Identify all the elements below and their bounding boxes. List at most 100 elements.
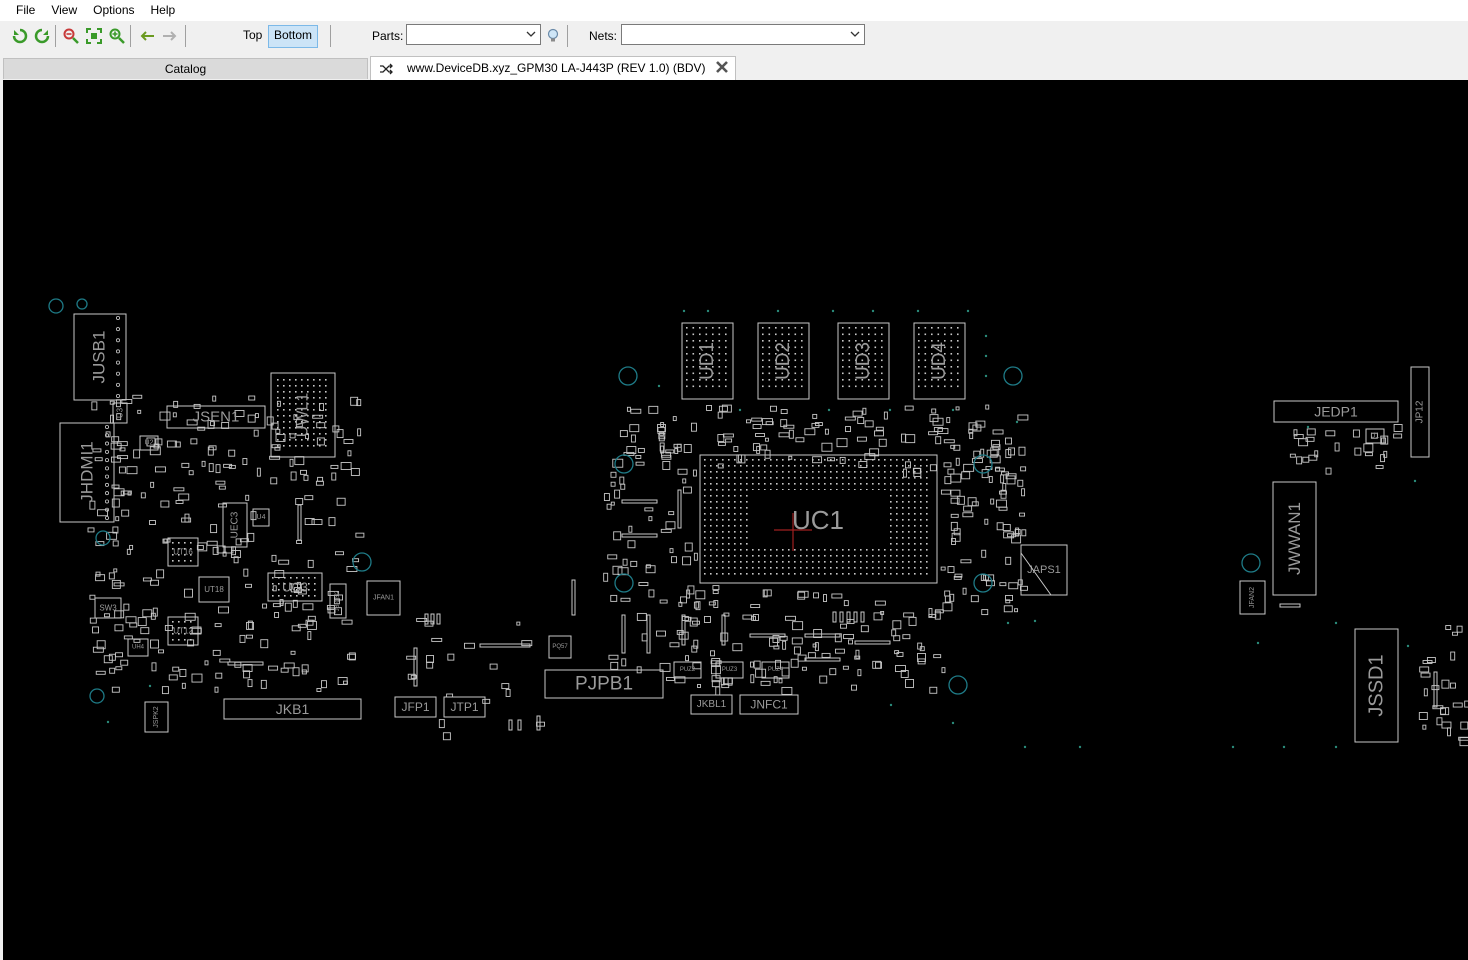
nets-dropdown[interactable] [621, 24, 865, 45]
ball-pad [950, 327, 953, 329]
part-jbios[interactable]: JBIOS2 [329, 583, 347, 619]
part-jp12[interactable]: JP12 [1410, 366, 1430, 458]
part-jspk[interactable]: JSPK2 [144, 701, 169, 733]
part-puz2[interactable]: PUZ2 [673, 661, 702, 679]
zoom-in-icon[interactable] [107, 26, 127, 46]
part-jfp[interactable]: JFP1 [394, 696, 437, 718]
ball-pad [716, 471, 718, 473]
part-ud1[interactable]: UD1 [681, 322, 734, 400]
small-component [947, 566, 955, 574]
ball-pad [728, 483, 730, 485]
part-jfan2[interactable]: JFAN2 [1239, 580, 1266, 615]
zoom-out-icon[interactable] [61, 26, 81, 46]
part-u4[interactable]: U4 [252, 508, 270, 527]
ball-pad [881, 359, 883, 362]
part-usb-outline [73, 313, 127, 401]
part-u1[interactable]: U1 [1365, 428, 1385, 444]
part-ud3[interactable]: UD3 [837, 322, 890, 400]
part-usb[interactable]: JUSB1 [73, 313, 127, 401]
part-jbios-label: JBIOS2 [335, 590, 341, 611]
part-jtp-label: JTP1 [450, 700, 478, 714]
small-component [426, 655, 434, 663]
part-sw3[interactable]: SW3 [94, 597, 122, 619]
part-ud4[interactable]: UD4 [913, 322, 966, 400]
small-component [764, 437, 769, 442]
lightbulb-icon[interactable] [543, 26, 563, 46]
menu-file[interactable]: File [16, 3, 36, 17]
ball-pad [283, 427, 285, 429]
ball-pad [812, 483, 814, 485]
part-ud2-outline [757, 322, 810, 400]
menu-options[interactable]: Options [93, 3, 135, 17]
rotate-left-icon[interactable] [10, 26, 30, 46]
via-dot [1006, 621, 1010, 625]
parts-dropdown[interactable] [406, 24, 541, 45]
part-uc3[interactable]: UC3 [267, 572, 323, 602]
ball-pad [957, 366, 959, 368]
bottom-layer-button[interactable]: Bottom [268, 25, 319, 48]
part-jkbl[interactable]: JKBL1 [690, 694, 733, 715]
part-uec3[interactable]: UEC3 [222, 502, 248, 548]
menu-view[interactable]: View [51, 3, 78, 17]
tab-catalog[interactable]: Catalog [3, 58, 368, 79]
fit-board-icon[interactable] [84, 26, 104, 46]
part-ut12[interactable]: UT12 [167, 616, 199, 646]
ball-pad [319, 421, 321, 423]
ball-pad [914, 471, 916, 473]
ball-pad [872, 459, 874, 461]
small-component [733, 446, 739, 452]
ball-pad [307, 385, 309, 387]
part-jedp[interactable]: JEDP1 [1273, 400, 1399, 423]
ball-pad [881, 379, 883, 381]
top-layer-button[interactable]: Top [243, 28, 263, 42]
part-uc1[interactable]: UC1 [699, 454, 938, 584]
small-component [125, 616, 137, 624]
part-jwwan[interactable]: JWWAN1 [1272, 481, 1317, 596]
ball-pad [758, 477, 760, 479]
small-component [110, 456, 121, 463]
part-puz4[interactable]: PUZ4 [761, 661, 790, 679]
small-component [1314, 450, 1319, 458]
small-component [874, 600, 886, 606]
part-ud2[interactable]: UD2 [757, 322, 810, 400]
ball-pad [302, 589, 304, 591]
small-component [943, 462, 952, 468]
tab-document[interactable]: www.DeviceDB.xyz_GPM30 LA-J443P (REV 1.0… [370, 56, 736, 81]
rotate-right-icon[interactable] [32, 26, 52, 46]
part-jfan1[interactable]: JFAN1 [366, 580, 401, 616]
part-ut16[interactable]: UT16 [167, 537, 199, 567]
back-arrow-icon[interactable] [137, 26, 157, 46]
shuffle-icon[interactable] [379, 63, 393, 75]
part-pq57[interactable]: PQ57 [548, 635, 572, 659]
ball-pad [313, 409, 315, 411]
part-jtp[interactable]: JTP1 [443, 696, 486, 718]
part-wlan[interactable]: UWL1 [270, 372, 336, 458]
ball-pad [722, 465, 724, 467]
small-component [156, 569, 165, 579]
close-icon[interactable] [715, 60, 729, 74]
menu-help[interactable]: Help [150, 3, 176, 17]
part-puz3[interactable]: PUZ3 [715, 661, 744, 679]
ball-pad [860, 471, 862, 473]
part-jssd[interactable]: JSSD1 [1354, 628, 1399, 743]
part-hdmi[interactable]: JHDMI1 [59, 422, 115, 523]
ball-pad [734, 489, 736, 491]
part-uh4[interactable]: UH4 [127, 638, 149, 657]
ball-pad [836, 483, 838, 485]
part-u3[interactable]: U3 [112, 402, 128, 424]
part-sen[interactable]: JSEN1 [166, 405, 266, 429]
ball-pad [896, 501, 898, 503]
forward-arrow-icon[interactable] [160, 26, 180, 46]
mounting-hole [614, 454, 634, 474]
ball-pad [957, 372, 959, 375]
part-u2[interactable]: U2 [139, 435, 159, 451]
small-component [878, 438, 887, 447]
part-jnfc[interactable]: JNFC1 [739, 694, 799, 715]
part-ut18[interactable]: UT18 [198, 576, 230, 603]
part-jkb[interactable]: JKB1 [223, 698, 362, 720]
via-dot [984, 374, 988, 378]
part-pjpb[interactable]: PJPB1 [544, 669, 664, 699]
